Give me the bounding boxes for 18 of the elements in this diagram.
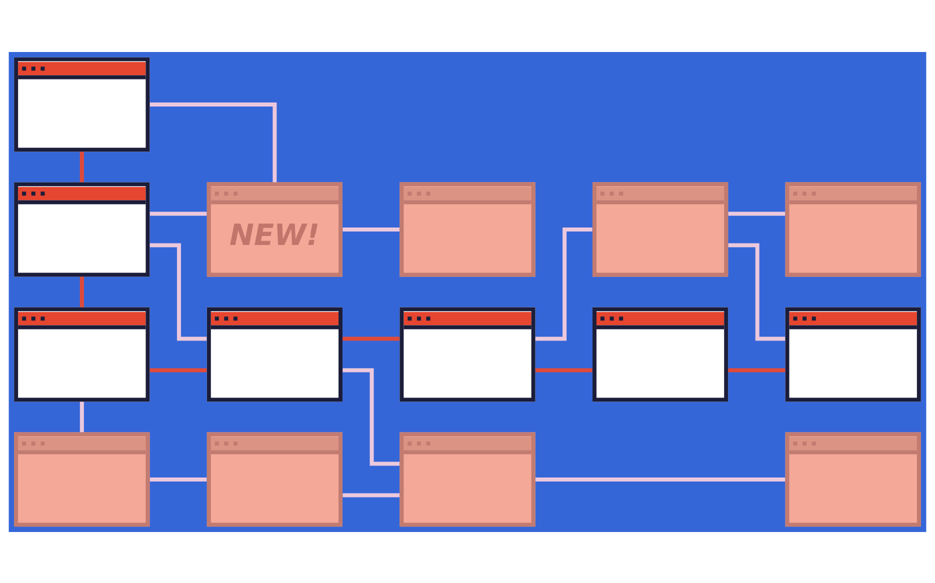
connector: [150, 211, 207, 216]
connector: [80, 151, 84, 182]
connector: [536, 476, 786, 481]
connector: [535, 368, 592, 372]
connector: [342, 336, 400, 340]
connector: [342, 492, 400, 497]
connector: [150, 102, 277, 182]
connector: [150, 242, 207, 340]
connector: [342, 368, 400, 466]
connector: [728, 211, 786, 216]
connector: [80, 276, 84, 307]
connector: [150, 368, 207, 372]
connector: [150, 476, 207, 481]
connector: [535, 227, 592, 340]
connector: [728, 368, 786, 372]
connector: [80, 401, 84, 432]
connector: [728, 242, 786, 340]
connector: [342, 227, 400, 231]
